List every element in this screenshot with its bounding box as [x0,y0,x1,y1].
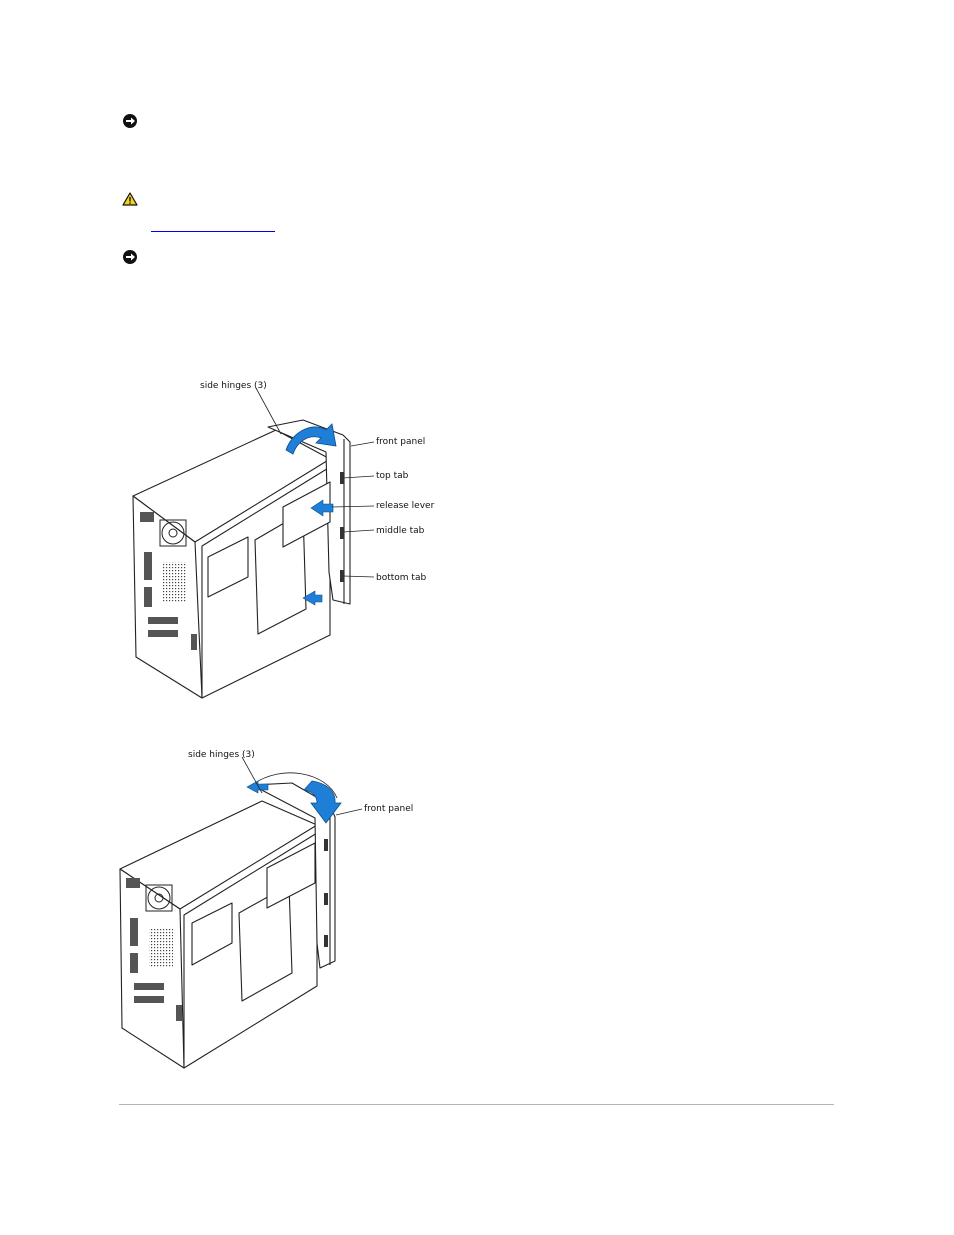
label-side-hinges: side hinges (3) [200,381,267,391]
section-divider [119,1104,834,1105]
label-front-panel: front panel [376,437,425,447]
front-panel-removal-figure: side hinges (3) front panel top tab rele… [132,381,435,699]
vent-grill [163,562,187,602]
front-panel-replacement-figure: side hinges (3) front panel [119,750,413,1069]
drive-bay [282,481,331,548]
back-ports [140,512,197,650]
link-underline [151,231,275,232]
label-top-tab: top tab [376,471,409,481]
panel-tabs [340,472,344,582]
back-ports [126,878,182,1021]
hinge-arrow-icon [246,780,269,794]
swing-arc [251,772,338,799]
notice-icon [123,250,137,264]
caution-icon [122,192,138,206]
panel-tabs [324,839,328,947]
fan-vent [145,884,173,912]
notice-icon [123,114,137,128]
label-front-panel: front panel [364,804,413,814]
release-arrow-icon [302,590,323,606]
drive-bay [266,842,316,909]
reference-link[interactable] [151,219,275,233]
vent-grill [149,928,173,968]
release-arrow-icon [310,499,334,517]
lift-arrow-icon [285,423,337,455]
fan-vent [159,519,187,547]
label-release-lever: release lever [376,501,435,511]
label-bottom-tab: bottom tab [376,573,426,583]
label-side-hinges: side hinges (3) [188,750,255,760]
label-middle-tab: middle tab [376,526,425,536]
close-arrow-icon [303,780,342,824]
